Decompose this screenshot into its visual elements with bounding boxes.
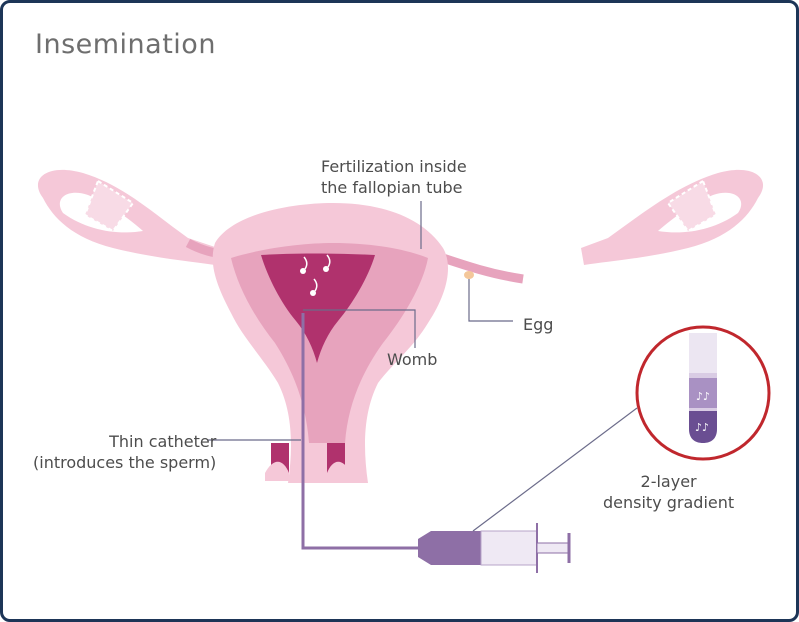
gradient-magnifier: ♪♪ ♪♪ [635,325,771,461]
right-fallopian-tube [581,169,764,265]
syringe [418,523,571,573]
womb-cavity [261,253,375,363]
left-fallopian-tube [37,169,218,265]
womb-leader [303,309,416,348]
diagram-title: Insemination [35,29,216,60]
egg-leader [468,279,513,322]
catheter-tube [301,313,423,550]
gradient-leader [472,407,638,532]
leader-lines [208,201,638,532]
label-egg: Egg [523,315,554,334]
label-catheter: Thin catheter (introduces the sperm) [33,432,217,472]
label-fertilization: Fertilization inside the fallopian tube [321,157,467,197]
svg-text:♪♪: ♪♪ [696,390,710,403]
label-womb: Womb [387,350,438,369]
uterus-illustration: ♪♪ ♪♪ [37,169,771,573]
svg-text:♪♪: ♪♪ [695,421,709,434]
egg-cell [464,271,474,279]
sperm-in-womb [300,254,331,296]
label-gradient: 2-layer density gradient [603,472,735,512]
uterus-body [212,203,448,483]
